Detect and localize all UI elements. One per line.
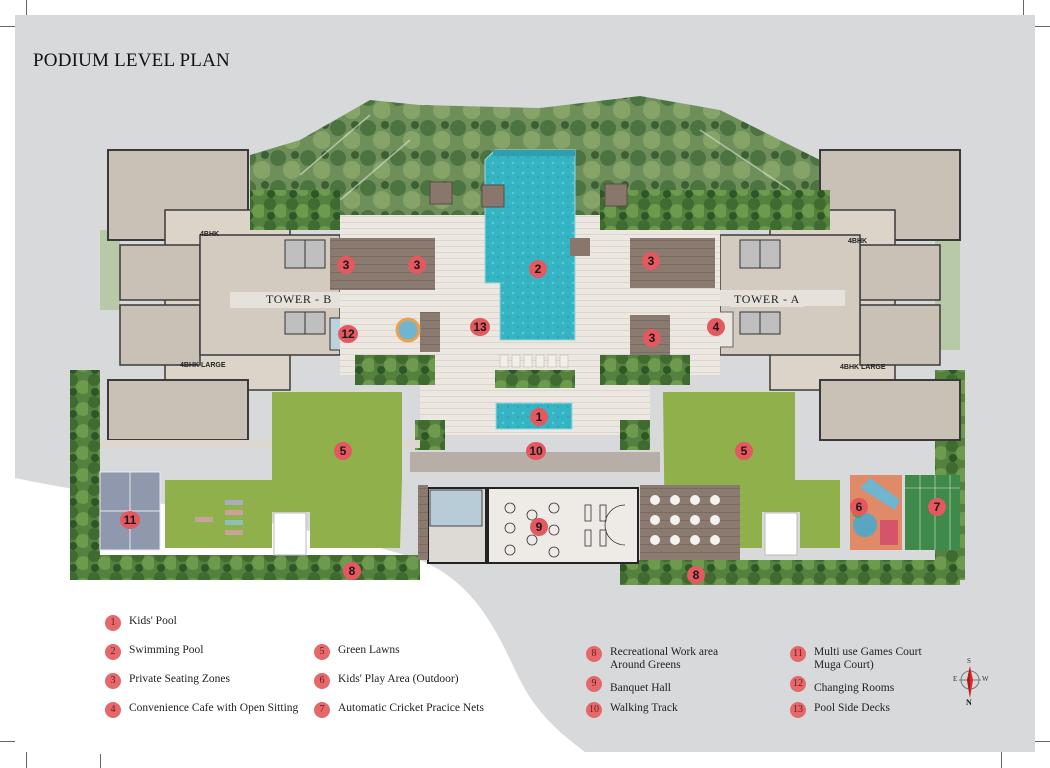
marker-cricket-nets: 7 — [928, 498, 946, 516]
legend-number: 13 — [790, 702, 806, 718]
crop-mark — [1001, 752, 1002, 768]
legend-number: 6 — [314, 673, 330, 689]
legend-number: 9 — [586, 676, 602, 692]
legend-label: Swimming Pool — [129, 644, 204, 656]
unit-label-4bhk-large: 4BHK LARGE — [180, 362, 226, 369]
compass-north: N — [966, 698, 972, 707]
legend-label: Pool Side Decks — [814, 702, 891, 714]
legend-item: 13 Pool Side Decks — [790, 702, 890, 718]
legend-item: 4 Convenience Cafe with Open Sitting — [105, 702, 298, 718]
legend-label-line: Around Greens — [610, 659, 681, 671]
marker-changing-rooms: 12 — [338, 325, 358, 343]
crop-mark — [0, 26, 15, 27]
marker-pool-side-decks: 13 — [470, 318, 490, 336]
legend-label: Kids' Pool — [129, 615, 177, 627]
marker-green-lawn: 5 — [735, 442, 753, 460]
legend-number: 4 — [105, 702, 121, 718]
legend-number: 5 — [314, 644, 330, 660]
legend-label: Private Seating Zones — [129, 673, 230, 685]
legend-label: Changing Rooms — [814, 682, 895, 694]
unit-label-4bhk-large: 4BHK LARGE — [840, 364, 886, 371]
legend-number: 12 — [790, 676, 806, 692]
crop-mark — [26, 0, 27, 15]
compass-east: E — [953, 675, 958, 683]
legend-number: 3 — [105, 673, 121, 689]
crop-mark — [0, 741, 15, 742]
legend-item: 1 Kids' Pool — [105, 615, 177, 631]
marker-banquet-hall: 9 — [530, 518, 548, 536]
legend-label-line: Multi use Games Court — [814, 646, 922, 658]
legend-number: 7 — [314, 702, 330, 718]
legend-item: 12 Changing Rooms — [790, 676, 894, 695]
marker-swimming-pool: 2 — [529, 260, 547, 278]
crop-mark — [1023, 0, 1024, 15]
marker-kids-pool: 1 — [530, 408, 548, 426]
compass-south: S — [967, 657, 971, 665]
legend-item: 11 Multi use Games Court Muga Court) — [790, 646, 922, 672]
marker-cafe: 4 — [707, 318, 725, 336]
tower-a-label: TOWER - A — [730, 292, 804, 307]
legend-item: 3 Private Seating Zones — [105, 673, 230, 689]
marker-kids-play-area: 6 — [850, 498, 868, 516]
marker-private-seating: 3 — [337, 256, 355, 274]
legend-label: Recreational Work area Around Greens — [610, 646, 718, 672]
legend-number: 2 — [105, 644, 121, 660]
compass-rose-icon — [959, 666, 981, 698]
crop-mark — [100, 754, 101, 768]
tower-b-label: TOWER - B — [262, 292, 336, 307]
legend-number: 1 — [105, 615, 121, 631]
legend-item: 5 Green Lawns — [314, 644, 400, 660]
crop-mark — [1035, 741, 1050, 742]
legend-label: Green Lawns — [338, 644, 400, 656]
marker-green-lawn: 5 — [334, 442, 352, 460]
unit-label-4bhk: 4BHK — [848, 238, 868, 245]
plan-title: PODIUM LEVEL PLAN — [33, 50, 230, 71]
legend-item: 2 Swimming Pool — [105, 644, 203, 660]
crop-mark — [1035, 26, 1050, 27]
marker-private-seating: 3 — [643, 329, 661, 347]
compass-west: W — [982, 675, 989, 683]
legend-label-line: Muga Court) — [814, 659, 874, 671]
legend-number: 11 — [790, 646, 806, 662]
crop-mark — [26, 752, 27, 768]
legend-label: Kids' Play Area (Outdoor) — [338, 673, 459, 685]
legend-number: 10 — [586, 702, 602, 718]
marker-recreational-work-area: 8 — [687, 566, 705, 584]
legend-label: Automatic Cricket Pracice Nets — [338, 702, 484, 714]
legend-item: 8 Recreational Work area Around Greens — [586, 646, 718, 672]
legend-label: Walking Track — [610, 702, 678, 714]
marker-recreational-work-area: 8 — [343, 562, 361, 580]
legend-label: Banquet Hall — [610, 682, 671, 694]
legend-label: Convenience Cafe with Open Sitting — [129, 702, 299, 714]
legend-number: 8 — [586, 646, 602, 662]
marker-private-seating: 3 — [408, 256, 426, 274]
legend-item: 7 Automatic Cricket Pracice Nets — [314, 702, 484, 718]
marker-games-court: 11 — [120, 511, 140, 529]
unit-label-4bhk: 4BHK — [200, 231, 220, 238]
legend-item: 6 Kids' Play Area (Outdoor) — [314, 673, 459, 689]
legend-label: Multi use Games Court Muga Court) — [814, 646, 922, 672]
legend-item: 10 Walking Track — [586, 702, 678, 718]
marker-walking-track: 10 — [526, 442, 546, 460]
marker-private-seating: 3 — [642, 252, 660, 270]
legend-item: 9 Banquet Hall — [586, 676, 671, 695]
legend-label-line: Recreational Work area — [610, 646, 719, 658]
compass-icon: S E W N — [952, 657, 989, 708]
